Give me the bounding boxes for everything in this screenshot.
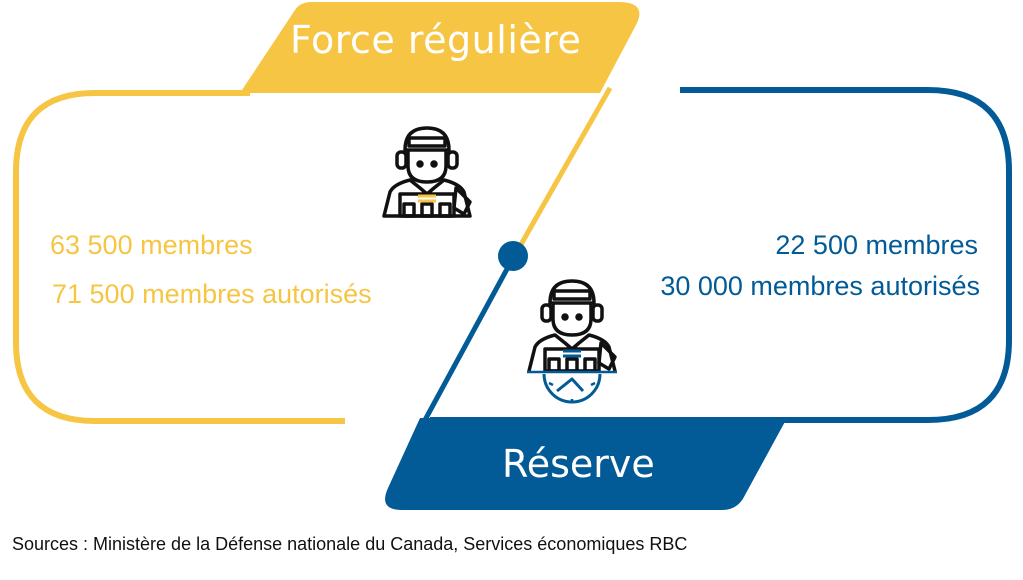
- reserve-tab: [385, 418, 787, 510]
- regular-force-authorized: 71 500 membres autorisés: [52, 279, 372, 309]
- regular-force-frame: [13, 90, 345, 424]
- source-note: Sources : Ministère de la Défense nation…: [12, 534, 688, 554]
- reserve-authorized: 30 000 membres autorisés: [660, 271, 980, 301]
- regular-force-title: Force régulière: [290, 18, 582, 62]
- center-dot: [498, 241, 528, 271]
- reserve-title: Réserve: [502, 442, 655, 486]
- regular-force-diagonal: [512, 86, 613, 257]
- regular-force-tab: [240, 2, 640, 93]
- reserve-frame: [430, 87, 1012, 423]
- reserve-members: 22 500 membres: [775, 230, 978, 260]
- regular-force-members: 63 500 membres: [50, 230, 253, 260]
- reserve-diagonal: [422, 256, 516, 422]
- soldier-with-clock-icon: [527, 279, 617, 404]
- soldier-icon: [382, 126, 472, 218]
